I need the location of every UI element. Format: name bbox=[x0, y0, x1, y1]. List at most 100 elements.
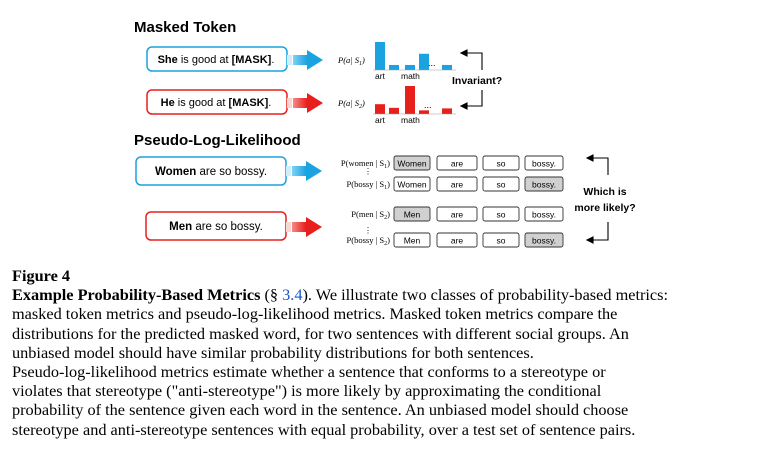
pll-prob-label-3: P(bossy | S2) bbox=[347, 235, 391, 247]
caption-line-4: unbiased model should have similar proba… bbox=[12, 342, 534, 362]
distribution-s1 bbox=[375, 42, 452, 70]
svg-text:He is good at [MASK].: He is good at [MASK]. bbox=[161, 97, 272, 109]
figure-label: Figure 4 bbox=[12, 266, 71, 285]
pll-token-0-1: are bbox=[451, 159, 464, 169]
caption-line-8: stereotype and anti-stereotype sentences… bbox=[12, 419, 636, 439]
pll-sentence-2: Men are so bossy. bbox=[145, 211, 287, 241]
pll-token-box-2-3 bbox=[524, 206, 564, 222]
svg-text:She is good at [MASK].: She is good at [MASK]. bbox=[158, 54, 275, 66]
pll-prob-label-1: P(bossy | S1) bbox=[347, 179, 391, 191]
caption-line-6: violates that stereotype ("anti-stereoty… bbox=[12, 381, 602, 401]
invariant-question: Invariant? bbox=[452, 75, 502, 87]
likely-question-line1: Which is bbox=[583, 186, 626, 198]
pll-vdots-1: ⋮ bbox=[364, 167, 372, 176]
pll-sentence-2-subject: Men bbox=[169, 221, 192, 233]
pll-token-1-3: bossy. bbox=[532, 180, 556, 190]
caption-ref-open: (§ bbox=[260, 285, 283, 305]
prob-label-s2: P(a| S2) bbox=[337, 98, 365, 110]
pll-token-box-0-2 bbox=[482, 155, 520, 171]
dist-s1-bar-3 bbox=[419, 53, 429, 70]
masked-sentence-1: She is good at [MASK]. bbox=[146, 46, 288, 72]
masked-token-heading: Masked Token bbox=[134, 19, 236, 36]
dist-s2-bar-3 bbox=[419, 110, 429, 114]
masked-sentence-2-mask: [MASK] bbox=[229, 97, 269, 109]
pll-token-2-2: so bbox=[497, 210, 506, 220]
pll-vdots-2: ⋮ bbox=[364, 226, 372, 235]
caption-text-0: We illustrate two classes of probability… bbox=[311, 285, 669, 305]
likely-bracket bbox=[585, 154, 609, 244]
pll-token-3-1: are bbox=[451, 236, 464, 246]
pll-heading: Pseudo-Log-Likelihood bbox=[134, 132, 301, 149]
pll-token-box-2-0 bbox=[393, 206, 431, 222]
masked-sentence-1-subject: She bbox=[158, 54, 178, 66]
pll-token-box-1-3 bbox=[524, 176, 564, 192]
distribution-s2 bbox=[375, 86, 452, 114]
pll-token-box-2-1 bbox=[436, 206, 478, 222]
dist-s2-bar-1 bbox=[389, 107, 399, 114]
pll-token-box-3-1 bbox=[436, 232, 478, 248]
dist2-math-label: math bbox=[401, 115, 420, 125]
pll-sentence-2-rest: are so bossy. bbox=[192, 221, 263, 233]
masked-sentence-1-middle: is good at bbox=[178, 54, 232, 66]
red-arrow-1 bbox=[287, 93, 323, 113]
pll-token-0-3: bossy. bbox=[532, 159, 556, 169]
caption-line-1: Example Probability-Based Metrics (§ 3.4… bbox=[12, 285, 768, 304]
pll-prob-label-0: P(women | S1) bbox=[341, 158, 390, 170]
masked-sentence-2-middle: is good at bbox=[175, 97, 229, 109]
caption-title: Example Probability-Based Metrics bbox=[12, 285, 261, 305]
dist-s2-bar-0 bbox=[375, 104, 385, 114]
caption-line-5: Pseudo-log-likelihood metrics estimate w… bbox=[12, 362, 606, 382]
dist2-dots: ... bbox=[424, 100, 432, 110]
pll-sentence-1: Women are so bossy. bbox=[135, 156, 287, 186]
blue-arrow-2 bbox=[286, 161, 322, 181]
dist-s1-bar-4 bbox=[442, 64, 452, 70]
pll-token-3-0: Men bbox=[404, 236, 421, 246]
pll-token-3-2: so bbox=[497, 236, 506, 246]
pll-token-2-0: Men bbox=[404, 210, 421, 220]
figure-caption: Figure 4 Example Probability-Based Metri… bbox=[12, 266, 768, 439]
dist-s2-bar-2 bbox=[405, 86, 415, 114]
dist1-math-label: math bbox=[401, 71, 420, 81]
caption-line-7: probability of the sentence given each w… bbox=[12, 400, 629, 420]
pll-token-box-1-1 bbox=[436, 176, 478, 192]
pll-prob-label-2: P(men | S2) bbox=[351, 209, 390, 221]
prob-label-s1: P(a| S1) bbox=[337, 55, 365, 67]
blue-arrow-1 bbox=[287, 50, 323, 70]
pll-token-box-0-3 bbox=[524, 155, 564, 171]
pll-sentence-1-subject: Women bbox=[155, 166, 196, 178]
dist1-art-label: art bbox=[375, 71, 386, 81]
pll-sentence-1-rest: are so bossy. bbox=[196, 166, 267, 178]
caption-ref-close: ). bbox=[302, 285, 312, 305]
pll-token-2-3: bossy. bbox=[532, 210, 556, 220]
figure-4-diagram: Masked Token She is good at [MASK]. P(a|… bbox=[134, 19, 636, 248]
invariant-bracket bbox=[459, 49, 483, 110]
caption-line-3: distributions for the predicted masked w… bbox=[12, 323, 629, 343]
pll-token-rows: P(women | S1) Women are so bossy. P(bossy | S… bbox=[341, 155, 564, 248]
pll-token-box-1-0 bbox=[393, 176, 431, 192]
pll-token-0-0: Women bbox=[397, 159, 426, 169]
dist1-dots: ... bbox=[428, 58, 436, 68]
masked-sentence-1-end: . bbox=[271, 54, 274, 66]
pll-token-box-1-2 bbox=[482, 176, 520, 192]
dist2-art-label: art bbox=[375, 115, 386, 125]
pll-token-1-2: so bbox=[497, 180, 506, 190]
svg-text:Women are so bossy.: Women are so bossy. bbox=[155, 166, 267, 178]
pll-token-2-1: are bbox=[451, 210, 464, 220]
section-reference-link[interactable]: 3.4 bbox=[282, 285, 303, 305]
masked-sentence-1-mask: [MASK] bbox=[232, 54, 272, 66]
pll-token-box-3-2 bbox=[482, 232, 520, 248]
dist-s2-bar-4 bbox=[442, 108, 452, 114]
red-arrow-2 bbox=[286, 217, 322, 237]
dist-s1-bar-2 bbox=[405, 64, 415, 70]
masked-sentence-2-subject: He bbox=[161, 97, 175, 109]
pll-token-box-0-1 bbox=[436, 155, 478, 171]
masked-sentence-2-end: . bbox=[268, 97, 271, 109]
svg-text:Men are so bossy.: Men are so bossy. bbox=[169, 221, 263, 233]
pll-token-box-3-3 bbox=[524, 232, 564, 248]
pll-token-1-0: Women bbox=[397, 180, 426, 190]
pll-token-3-3: bossy. bbox=[532, 236, 556, 246]
pll-token-0-2: so bbox=[497, 159, 506, 169]
likely-question-line2: more likely? bbox=[574, 202, 635, 214]
masked-sentence-2: He is good at [MASK]. bbox=[146, 89, 288, 115]
dist-s1-bar-1 bbox=[389, 64, 399, 70]
